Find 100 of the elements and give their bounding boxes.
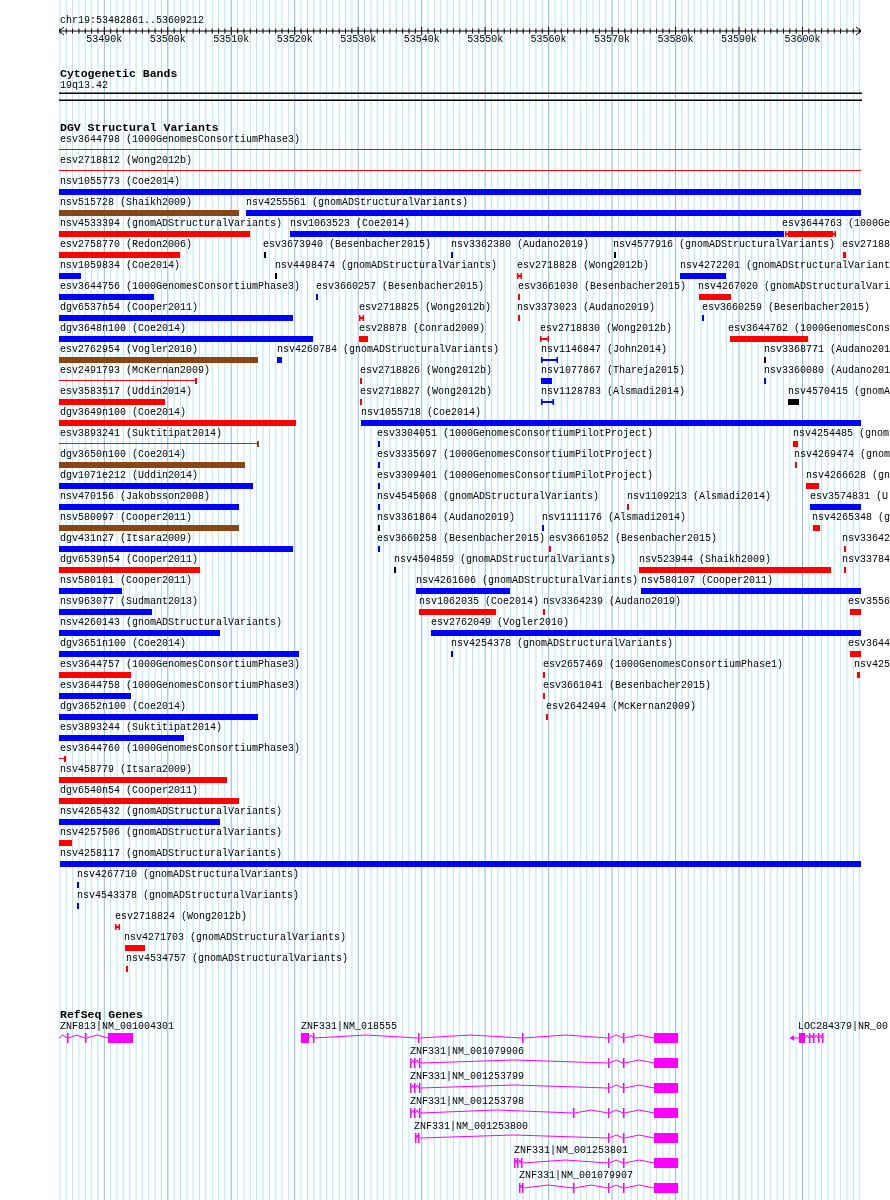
gene-label: ZNF331|NM_001253801 [514,1145,629,1157]
tick-label: 53510k [213,34,250,46]
variant-label: dgv6537n54 (Cooper2011) [60,302,199,314]
variant-label: esv3673940 (Besenbacher2015) [263,239,432,251]
variant-label: esv2718824 (Wong2012b) [115,911,248,923]
variant-label: esv3661030 (Besenbacher2015) [518,281,687,293]
tick-label: 53600k [784,34,821,46]
variant-label: nsv1063523 (Coe2014) [290,218,411,230]
variant-label: nsv4504859 (gnomADStructuralVariants) [394,554,617,566]
variant-label: nsv515728 (Shaikh2009) [60,197,193,209]
variant-label: esv3644 [848,638,890,650]
variant-label: nsv580107 (Cooper2011) [641,575,774,587]
gene-label: ZNF331|NM_018555 [301,1021,397,1033]
variant-label: nsv1055718 (Coe2014) [361,407,482,419]
variant-label: esv3574831 (U [810,491,888,503]
variant-label: esv2762049 (Vogler2010) [431,617,570,629]
variant-label: nsv1062035 (Coe2014) [419,596,540,608]
tick-label: 53590k [721,34,758,46]
variant-label: nsv1077867 (Thareja2015) [541,365,686,377]
tick-label: 53580k [657,34,694,46]
gene-label: ZNF331|NM_001253798 [410,1096,525,1108]
track-title: RefSeq Genes [60,1009,143,1021]
variant-label: nsv4269474 (gnom [794,449,890,461]
variant-label: dgv6540n54 (Cooper2011) [60,785,199,797]
variant-label: nsv4272201 (gnomADStructuralVariant [680,260,890,272]
variant-label: nsv1146847 (John2014) [541,344,668,356]
variant-label: esv3644758 (1000GenomesConsortiumPhase3) [60,680,301,692]
variant-label: nsv458779 (Itsara2009) [60,764,193,776]
variant-label: esv2718827 (Wong2012b) [360,386,493,398]
variant-label: esv2718826 (Wong2012b) [360,365,493,377]
variant-label: nsv1059834 (Coe2014) [60,260,181,272]
variant-label: esv2718825 (Wong2012b) [359,302,492,314]
variant-label: nsv3368771 (Audano201 [764,344,890,356]
variant-label: nsv4260784 (gnomADStructuralVariants) [277,344,500,356]
tick-label: 53570k [594,34,631,46]
variant-label: nsv4261606 (gnomADStructuralVariants) [416,575,639,587]
variant-label: esv2642494 (McKernan2009) [546,701,697,713]
gene-label: ZNF331|NM_001079906 [410,1046,525,1058]
variant-label: nsv425 [854,659,890,671]
variant-label: nsv1128783 (Alsmadi2014) [541,386,686,398]
variant-label: dgv3650n100 (Coe2014) [60,449,187,461]
variant-label: dgv3651n100 (Coe2014) [60,638,187,650]
band-label: 19q13.42 [60,80,108,92]
variant-label: esv28878 (Conrad2009) [359,323,486,335]
gene-label: ZNF331|NM_001253799 [410,1071,525,1083]
variant-label: esv2762954 (Vogler2010) [60,344,199,356]
variant-label: esv3661041 (Besenbacher2015) [543,680,712,692]
variant-label: esv27188 [842,239,890,251]
variant-label: nsv580101 (Cooper2011) [60,575,193,587]
variant-label: esv3661052 (Besenbacher2015) [549,533,718,545]
variant-label: esv3556 [848,596,890,608]
tick-label: 53520k [276,34,313,46]
variant-label: nsv4254378 (gnomADStructuralVariants) [451,638,674,650]
variant-label: esv3644760 (1000GenomesConsortiumPhase3) [60,743,301,755]
variant-label: esv3644762 (1000GenomesCons [728,323,890,335]
variant-label: nsv33642 [842,533,890,545]
variant-label: nsv470156 (Jakobsson2008) [60,491,211,503]
tick-label: 53530k [340,34,377,46]
variant-label: nsv4258117 (gnomADStructuralVariants) [60,848,283,860]
variant-label: esv3309401 (1000GenomesConsortiumPilotProject) [377,470,654,482]
variant-label: esv3644756 (1000GenomesConsortiumPhase3) [60,281,301,293]
variant-label: esv3660259 (Besenbacher2015) [702,302,871,314]
variant-label: dgv3652n100 (Coe2014) [60,701,187,713]
track-title: Cytogenetic Bands [60,68,178,80]
variant-label: nsv4267710 (gnomADStructuralVariants) [77,869,300,881]
variant-label: nsv33784 [842,554,890,566]
variant-label: esv3893241 (Suktitipat2014) [60,428,223,440]
variant-label: nsv4498474 (gnomADStructuralVariants) [275,260,498,272]
variant-label: nsv4534757 (gnomADStructuralVariants) [126,953,349,965]
variant-label: nsv4260143 (gnomADStructuralVariants) [60,617,283,629]
variant-label: nsv4267020 (gnomADStructuralVari [698,281,890,293]
variant-label: nsv4577916 (gnomADStructuralVariants) [613,239,836,251]
variant-label: esv2718828 (Wong2012b) [517,260,650,272]
coordinate-label: chr19:53482861..53609212 [60,15,205,27]
variant-label: nsv3373023 (Audano2019) [517,302,656,314]
variant-label: nsv4265348 (g [812,512,890,524]
tick-label: 53540k [403,34,440,46]
variant-label: nsv580097 (Cooper2011) [60,512,193,524]
variant-label: esv2758770 (Redon2006) [60,239,193,251]
variant-label: nsv4255561 (gnomADStructuralVariants) [246,197,469,209]
variant-label: nsv523944 (Shaikh2009) [639,554,772,566]
variant-label: nsv1111176 (Alsmadi2014) [542,512,687,524]
variant-label: nsv3361864 (Audano2019) [377,512,516,524]
gene-label: ZNF331|NM_001253800 [414,1121,529,1133]
variant-label: esv2657469 (1000GenomesConsortiumPhase1) [543,659,784,671]
tick-label: 53550k [467,34,504,46]
variant-label: nsv4271703 (gnomADStructuralVariants) [124,932,347,944]
variant-label: esv3335697 (1000GenomesConsortiumPilotProject) [377,449,654,461]
variant-label: esv3304051 (1000GenomesConsortiumPilotProject) [377,428,654,440]
variant-label: dgv3649n100 (Coe2014) [60,407,187,419]
variant-label: nsv963077 (Sudmant2013) [60,596,199,608]
variant-label: esv2491793 (McKernan2009) [60,365,211,377]
variant-label: nsv4533394 (gnomADStructuralVariants) [60,218,283,230]
variant-label: esv3644798 (1000GenomesConsortiumPhase3) [60,134,301,146]
variant-label: dgv431n27 (Itsara2009) [60,533,193,545]
gene-label: ZNF813|NM_001004301 [60,1021,175,1033]
variant-label: esv3583517 (Uddin2014) [60,386,193,398]
variant-label: esv3660258 (Besenbacher2015) [377,533,546,545]
variant-label: esv3644757 (1000GenomesConsortiumPhase3) [60,659,301,671]
variant-label: nsv4545068 (gnomADStructuralVariants) [377,491,600,503]
